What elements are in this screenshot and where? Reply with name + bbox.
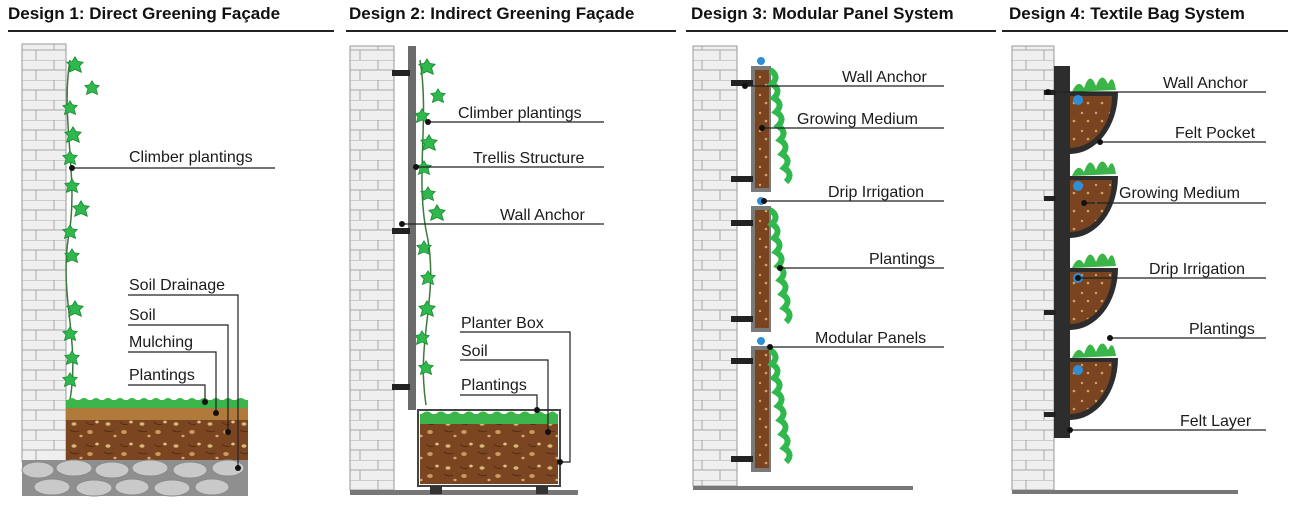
panel-2-title-rule bbox=[346, 30, 676, 32]
panel-4-textile-bag: Wall Anchor Felt Pocket Growing Medium D… bbox=[1011, 45, 1266, 494]
label-soil: Soil bbox=[129, 307, 156, 324]
modular-panel-1 bbox=[731, 57, 793, 192]
trellis-structure bbox=[408, 46, 416, 410]
brick-wall bbox=[349, 45, 395, 491]
felt-pocket-3 bbox=[1070, 253, 1118, 330]
panel-4-leader-dots bbox=[1045, 89, 1113, 433]
brick-wall bbox=[692, 45, 738, 487]
ground-line bbox=[1012, 490, 1238, 494]
label-plantings: Plantings bbox=[129, 367, 195, 384]
drainage-stones bbox=[21, 459, 245, 497]
panel-3-title: Design 3: Modular Panel System bbox=[691, 4, 954, 23]
panel-3-leader-dots bbox=[742, 83, 783, 350]
panel-1-title-rule bbox=[8, 30, 334, 32]
label-wall-anchor: Wall Anchor bbox=[1163, 75, 1248, 92]
felt-pocket-2 bbox=[1070, 161, 1118, 238]
label-wall-anchor: Wall Anchor bbox=[500, 207, 585, 224]
label-plantings: Plantings bbox=[1189, 321, 1255, 338]
label-plantings: Plantings bbox=[869, 251, 935, 268]
panel-1-leaders bbox=[72, 167, 275, 468]
label-mulching: Mulching bbox=[129, 334, 193, 351]
panel-4-title-rule bbox=[1002, 30, 1288, 32]
felt-pocket-1 bbox=[1070, 77, 1118, 154]
modular-panel-2 bbox=[731, 197, 793, 332]
panel-2-indirect-greening: Climber plantings Trellis Structure Wall… bbox=[349, 45, 604, 495]
plantings-layer bbox=[66, 400, 248, 409]
label-soil: Soil bbox=[461, 343, 488, 360]
planter-soil bbox=[420, 422, 558, 484]
label-climber-plantings: Climber plantings bbox=[129, 149, 253, 166]
climber-leaves bbox=[62, 56, 100, 387]
panel-4-title: Design 4: Textile Bag System bbox=[1009, 4, 1245, 23]
label-climber-plantings: Climber plantings bbox=[458, 105, 582, 122]
mulching-layer bbox=[66, 408, 248, 420]
label-felt-layer: Felt Layer bbox=[1180, 413, 1252, 430]
ground-line bbox=[350, 490, 578, 495]
label-drip-irrigation: Drip Irrigation bbox=[1149, 261, 1245, 278]
panel-3-title-rule bbox=[686, 30, 996, 32]
label-modular-panels: Modular Panels bbox=[815, 330, 926, 347]
panel-3-modular-panel: Wall Anchor Growing Medium Drip Irrigati… bbox=[692, 45, 944, 490]
label-plantings: Plantings bbox=[461, 377, 527, 394]
vine-stem bbox=[65, 59, 74, 401]
brick-wall bbox=[1011, 45, 1055, 491]
label-felt-pocket: Felt Pocket bbox=[1175, 125, 1256, 142]
panel-1-leader-dots bbox=[69, 165, 241, 471]
panel-2-leaders bbox=[402, 121, 604, 463]
brick-wall bbox=[21, 43, 67, 463]
climber-leaves bbox=[414, 58, 446, 375]
ground-line bbox=[693, 486, 913, 490]
felt-layer bbox=[1054, 66, 1070, 438]
label-trellis-structure: Trellis Structure bbox=[473, 150, 585, 167]
planter-plantings bbox=[420, 414, 558, 424]
label-drip-irrigation: Drip Irrigation bbox=[828, 184, 924, 201]
label-growing-medium: Growing Medium bbox=[797, 111, 918, 128]
label-growing-medium: Growing Medium bbox=[1119, 185, 1240, 202]
panel-1-title: Design 1: Direct Greening Façade bbox=[8, 4, 281, 23]
modular-panel-3 bbox=[731, 337, 793, 472]
label-wall-anchor: Wall Anchor bbox=[842, 69, 927, 86]
soil-layer bbox=[66, 420, 248, 460]
panel-3-leaders bbox=[745, 85, 944, 348]
panel-2-title: Design 2: Indirect Greening Façade bbox=[349, 4, 635, 23]
felt-pocket-4 bbox=[1070, 343, 1118, 420]
label-planter-box: Planter Box bbox=[461, 315, 544, 332]
panel-4-leaders bbox=[1048, 91, 1266, 431]
wall-anchors bbox=[392, 70, 410, 390]
planter-box bbox=[417, 409, 561, 487]
panel-2-leader-dots bbox=[399, 119, 563, 465]
panel-1-direct-greening: Climber plantings Soil Drainage Soil Mul… bbox=[21, 43, 275, 497]
label-soil-drainage: Soil Drainage bbox=[129, 277, 225, 294]
